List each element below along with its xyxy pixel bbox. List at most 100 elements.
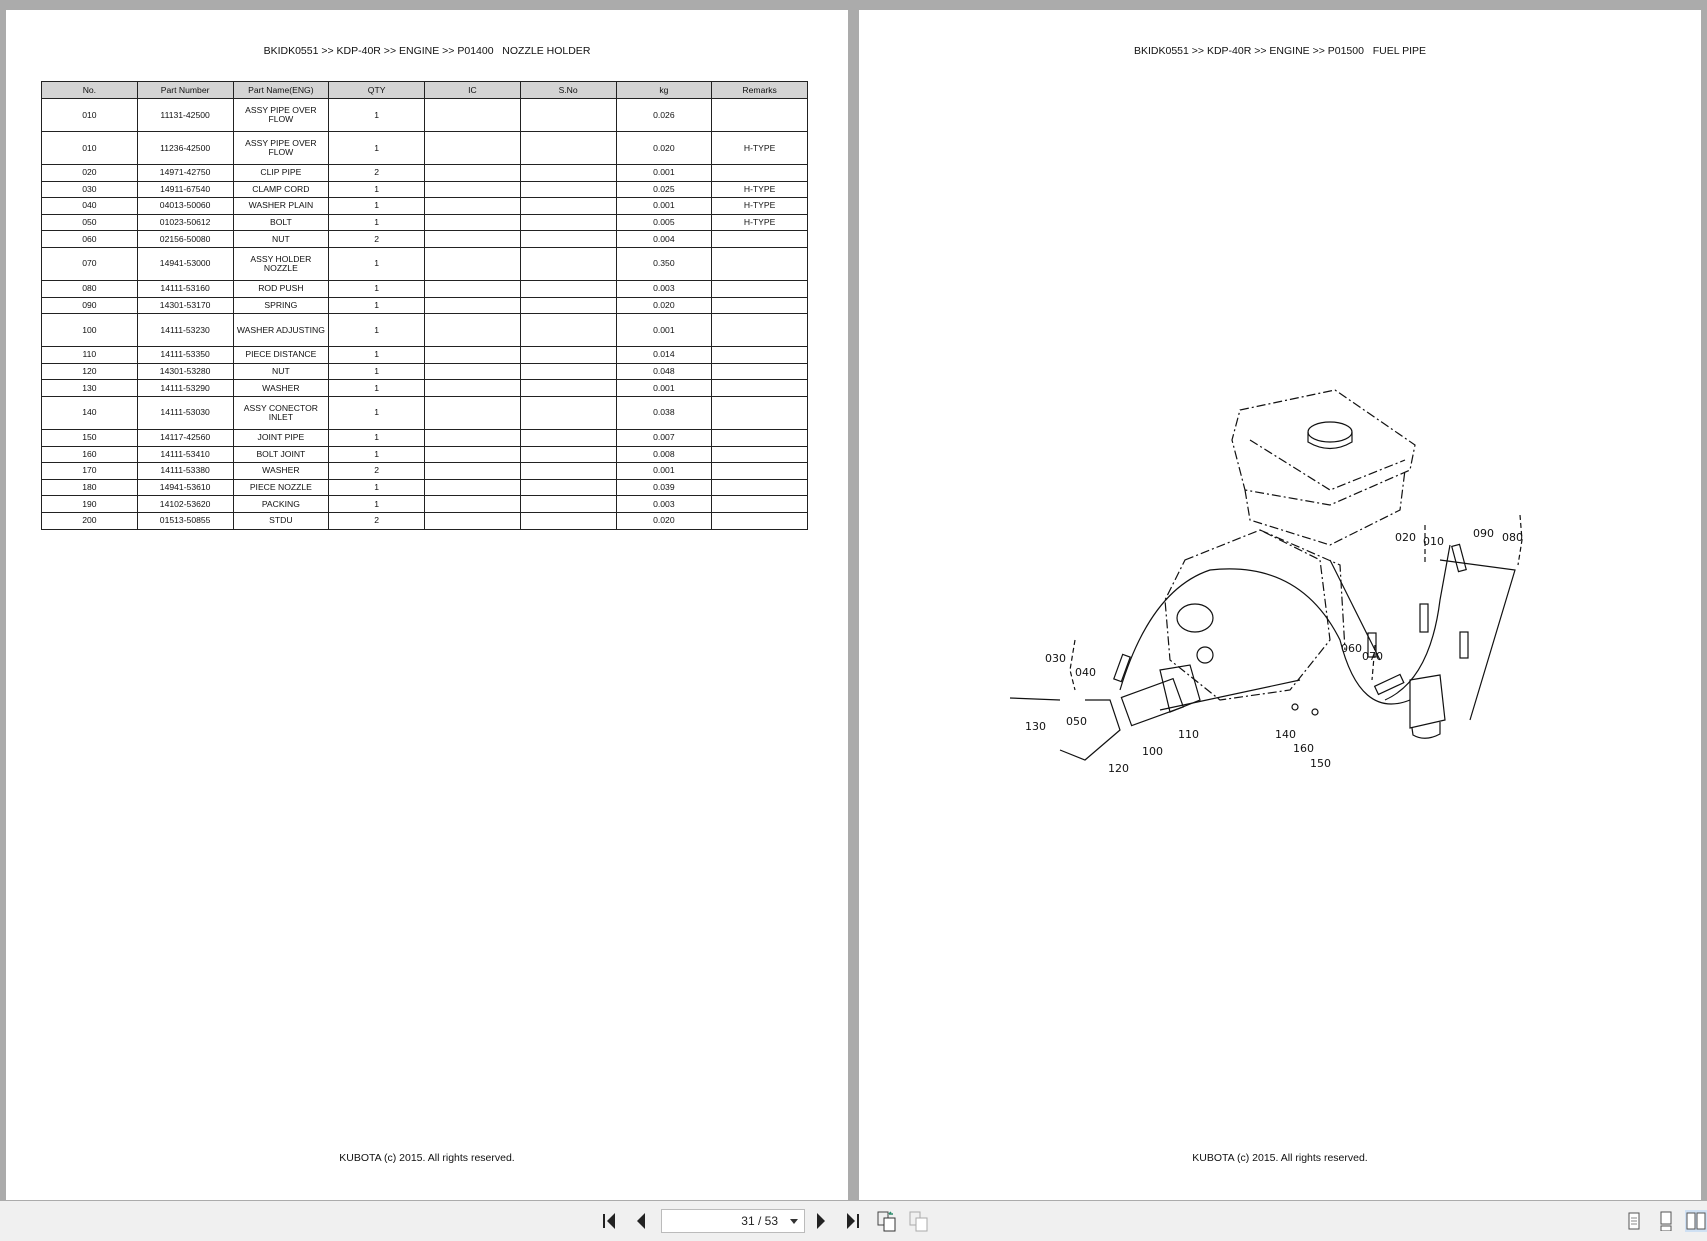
table-cell (711, 98, 808, 132)
table-cell: 050 (41, 213, 138, 232)
callout-050: 050 (1066, 715, 1087, 728)
callout-060: 060 (1341, 642, 1362, 655)
table-cell: 060 (41, 230, 138, 248)
table-cell: 1 (328, 362, 425, 381)
table-cell (424, 98, 521, 132)
table-cell: 100 (41, 313, 138, 348)
prev-page-button[interactable] (630, 1210, 652, 1232)
first-page-icon (603, 1213, 615, 1229)
table-cell: ROD PUSH (232, 279, 330, 298)
table-cell: 1 (328, 313, 425, 348)
callout-020: 020 (1395, 531, 1416, 544)
table-cell (711, 246, 808, 281)
callout-150: 150 (1310, 757, 1331, 770)
table-cell: WASHER (232, 462, 330, 480)
table-cell: 0.008 (615, 445, 713, 464)
table-cell (711, 279, 808, 298)
table-cell: 01023-50612 (136, 213, 234, 232)
table-cell: 0.025 (615, 180, 713, 199)
table-cell: H-TYPE (711, 213, 808, 232)
table-cell (519, 362, 617, 381)
table-cell (424, 313, 521, 348)
single-page-view-button[interactable] (1623, 1210, 1645, 1232)
table-cell: 040 (41, 197, 138, 215)
table-cell: 2 (328, 230, 425, 248)
table-cell (424, 346, 521, 364)
table-cell: 14111-53290 (136, 379, 234, 397)
table-cell: 1 (328, 379, 425, 397)
table-cell: H-TYPE (711, 180, 808, 199)
column-header: S.No (519, 81, 617, 99)
table-cell: 14111-53160 (136, 279, 234, 298)
table-cell (424, 296, 521, 315)
page-title: BKIDK0551 >> KDP-40R >> ENGINE >> P01500… (1133, 45, 1427, 57)
table-cell (519, 462, 617, 480)
callout-120: 120 (1108, 762, 1129, 775)
column-header: Part Name(ENG) (232, 81, 330, 99)
last-page-icon (847, 1213, 859, 1229)
table-cell (711, 478, 808, 497)
table-cell: 14111-53380 (136, 462, 234, 480)
column-header: IC (424, 81, 521, 99)
table-cell: ASSY CONECTOR INLET (232, 395, 330, 430)
table-cell: 1 (328, 246, 425, 281)
table-cell: 1 (328, 428, 425, 447)
table-cell: 0.038 (615, 395, 713, 430)
table-cell: 14911-67540 (136, 180, 234, 199)
table-cell: 0.005 (615, 213, 713, 232)
go-forward-view-icon (909, 1211, 928, 1232)
table-cell (424, 379, 521, 397)
go-back-view-icon (877, 1211, 896, 1232)
callout-040: 040 (1075, 666, 1096, 679)
last-page-button[interactable] (842, 1210, 864, 1232)
go-back-view-button[interactable] (876, 1210, 898, 1232)
table-cell (711, 362, 808, 381)
table-cell (424, 164, 521, 182)
callout-110: 110 (1178, 728, 1199, 741)
table-cell: WASHER (232, 379, 330, 397)
table-cell (424, 395, 521, 430)
table-cell: 1 (328, 478, 425, 497)
table-cell: WASHER ADJUSTING (232, 313, 330, 348)
page-number-input[interactable]: 31 / 53 (661, 1209, 805, 1233)
table-cell: 14941-53610 (136, 478, 234, 497)
table-cell: 14111-53350 (136, 346, 234, 364)
callout-140: 140 (1275, 728, 1296, 741)
next-page-button[interactable] (810, 1210, 832, 1232)
page-title: BKIDK0551 >> KDP-40R >> ENGINE >> P01400… (263, 45, 591, 57)
next-page-icon (817, 1213, 825, 1229)
table-cell: 190 (41, 495, 138, 513)
table-cell (424, 495, 521, 513)
callout-030: 030 (1045, 652, 1066, 665)
table-cell: 02156-50080 (136, 230, 234, 248)
table-cell (711, 346, 808, 364)
table-cell: 030 (41, 180, 138, 199)
table-cell: 2 (328, 164, 425, 182)
two-page-view-button[interactable] (1685, 1210, 1707, 1232)
table-cell: CLIP PIPE (232, 164, 330, 182)
table-cell: 11236-42500 (136, 131, 234, 165)
table-cell: 110 (41, 346, 138, 364)
continuous-view-button[interactable] (1655, 1210, 1677, 1232)
first-page-button[interactable] (598, 1210, 620, 1232)
table-cell: 1 (328, 395, 425, 430)
page-indicator: 31 / 53 (741, 1214, 778, 1228)
continuous-view-icon (1660, 1211, 1672, 1231)
table-cell (519, 164, 617, 182)
page-footer: KUBOTA (c) 2015. All rights reserved. (339, 1152, 515, 1164)
table-cell: 1 (328, 197, 425, 215)
chevron-down-icon[interactable] (790, 1219, 798, 1224)
go-forward-view-button[interactable] (908, 1210, 930, 1232)
callout-070: 070 (1362, 650, 1383, 663)
table-cell: 180 (41, 478, 138, 497)
table-cell: 1 (328, 131, 425, 165)
table-cell: 14111-53230 (136, 313, 234, 348)
table-cell (711, 395, 808, 430)
table-cell (424, 445, 521, 464)
table-cell (424, 246, 521, 281)
